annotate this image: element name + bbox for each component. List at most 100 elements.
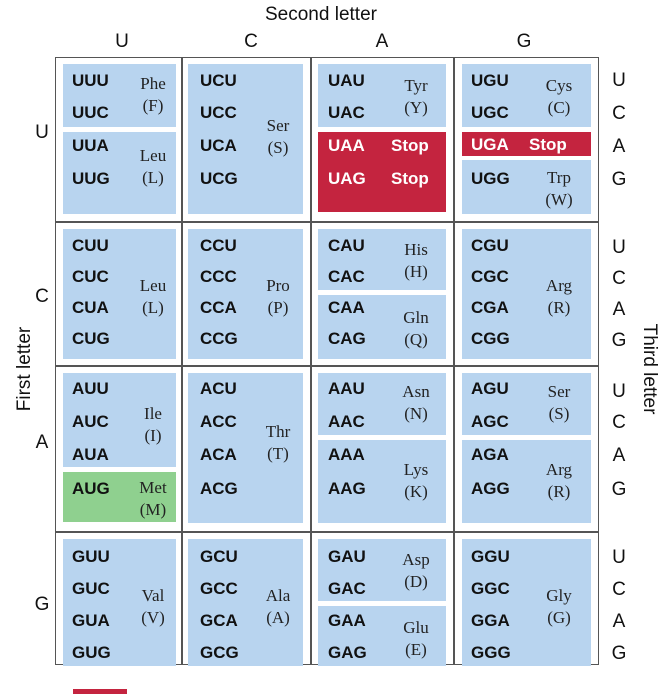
codon: GAC [328, 579, 366, 598]
amino-acid-name: Leu [139, 146, 167, 165]
codon-block-trp [462, 160, 591, 214]
codon: AUC [72, 412, 109, 431]
amino-acid-name: Gly [546, 586, 572, 605]
codon-block-phe [63, 64, 176, 127]
amino-acid-code: (S) [548, 404, 570, 423]
codon: CAA [328, 298, 365, 317]
amino-acid-name: Pro [266, 276, 290, 295]
amino-acid-code: (R) [547, 482, 571, 501]
codon: CAU [328, 236, 365, 255]
codon-block-ser [462, 373, 591, 435]
codon: ACA [200, 445, 237, 464]
codon: UUA [72, 136, 109, 155]
second-letter-g: G [516, 31, 532, 52]
amino-acid-name: Cys [545, 76, 573, 95]
start-codon-block [63, 472, 176, 522]
codon: CGA [471, 298, 509, 317]
first-letter-u: U [35, 122, 49, 143]
codon: GGU [471, 547, 510, 566]
start-codon: AUG [72, 479, 110, 498]
codon: GGA [471, 611, 510, 630]
codon: GAU [328, 547, 366, 566]
first-letter-a: A [35, 432, 49, 453]
grid-divider [55, 531, 599, 533]
codon-block-asn [318, 373, 446, 435]
amino-acid-code: (W) [545, 190, 573, 209]
amino-acid-code: (A) [266, 608, 290, 627]
amino-acid-code: (T) [267, 444, 289, 463]
third-letter: G [611, 330, 627, 351]
codon: UGC [471, 103, 509, 122]
amino-acid-code: (L) [142, 168, 164, 187]
third-letter: U [612, 237, 626, 258]
codon-block-lys [318, 440, 446, 523]
stop-codon: UAG [328, 169, 366, 188]
codon: CGC [471, 267, 509, 286]
amino-acid-name: Phe [140, 74, 166, 93]
third-letter: C [612, 579, 626, 600]
codon-block-asp [318, 539, 446, 601]
amino-acid-name: Ser [266, 116, 290, 135]
codon: GUG [72, 643, 111, 662]
third-letter: U [612, 381, 626, 402]
amino-acid-name: Met [139, 478, 167, 497]
codon: CUC [72, 267, 109, 286]
codon: UAC [328, 103, 365, 122]
amino-acid-name: His [404, 240, 428, 259]
stop-label: Stop [529, 135, 567, 154]
amino-acid-code: (M) [139, 500, 167, 519]
codon-block-cys [462, 64, 591, 127]
first-letter-g: G [34, 594, 50, 615]
third-letter: A [612, 611, 626, 632]
grid-divider [55, 221, 599, 223]
codon: AAG [328, 479, 366, 498]
third-letter: G [611, 169, 627, 190]
amino-acid-code: (R) [547, 298, 571, 317]
first-letter-c: C [35, 286, 49, 307]
codon-block-glu [318, 606, 446, 666]
codon: AGC [471, 412, 509, 431]
codon-block-arg [462, 229, 591, 359]
codon: UCA [200, 136, 237, 155]
third-letter: C [612, 412, 626, 433]
amino-acid-code: (C) [547, 98, 571, 117]
amino-acid-name: Arg [545, 460, 573, 479]
codon: GCA [200, 611, 238, 630]
amino-acid-name: Ser [547, 382, 571, 401]
second-letter-title: Second letter [265, 4, 377, 25]
codon: ACU [200, 379, 237, 398]
amino-acid-code: (Q) [404, 330, 428, 349]
second-letter-c: C [244, 31, 258, 52]
third-letter: C [612, 103, 626, 124]
codon: GUU [72, 547, 110, 566]
codon: GGG [471, 643, 511, 662]
codon: CUA [72, 298, 109, 317]
codon-block-ala [188, 539, 303, 666]
codon: CAG [328, 329, 366, 348]
third-letter: U [612, 547, 626, 568]
codon-block-gly [462, 539, 591, 666]
codon: AUU [72, 379, 109, 398]
amino-acid-name: Ile [144, 404, 162, 423]
codon: AAA [328, 445, 365, 464]
codon: AGG [471, 479, 510, 498]
stop-codon-block [318, 132, 446, 212]
codon: CGG [471, 329, 510, 348]
codon: CAC [328, 267, 365, 286]
third-letter-title: Third letter [639, 323, 660, 415]
third-letter: C [612, 268, 626, 289]
legend-stop-swatch [73, 689, 127, 694]
codon-block-thr [188, 373, 303, 523]
amino-acid-name: Tyr [404, 76, 428, 95]
codon: GCG [200, 643, 239, 662]
codon: GCU [200, 547, 238, 566]
codon: AGA [471, 445, 509, 464]
grid-divider [310, 57, 312, 665]
codon-block-ile [63, 373, 176, 467]
codon: UAU [328, 71, 365, 90]
codon-block-val [63, 539, 176, 666]
amino-acid-code: (G) [547, 608, 571, 627]
amino-acid-name: Val [141, 586, 165, 605]
codon: UCC [200, 103, 237, 122]
stop-label: Stop [391, 136, 429, 155]
